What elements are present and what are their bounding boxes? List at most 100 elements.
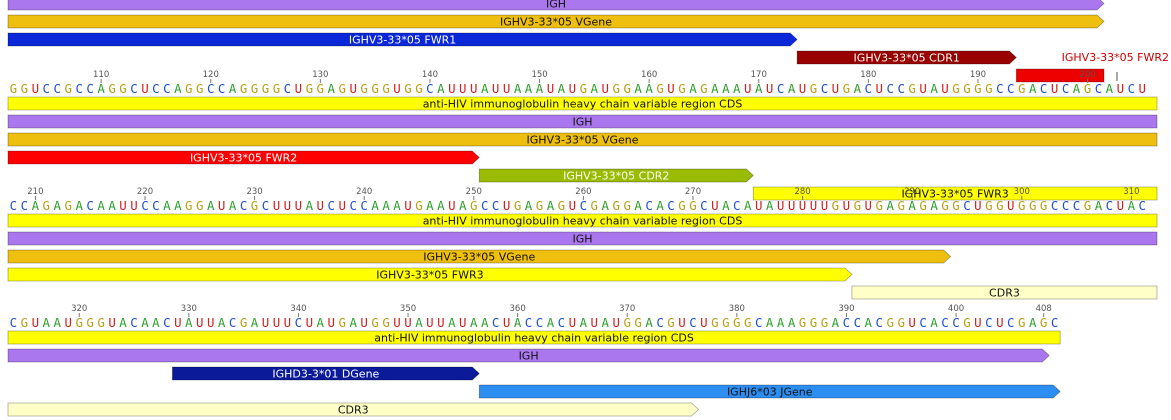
base: U [459, 81, 466, 96]
base: G [251, 81, 258, 96]
base: U [1007, 198, 1014, 213]
feature-bar[interactable] [7, 348, 1050, 363]
feature-label: IGH [572, 233, 592, 246]
feature-bar[interactable] [7, 14, 1105, 29]
base: A [634, 198, 642, 213]
feature-bar[interactable] [7, 32, 798, 47]
base: G [733, 315, 740, 330]
feature-annotation[interactable]: CDR3 [7, 402, 700, 417]
feature-annotation[interactable]: CDR3 [851, 285, 1158, 300]
base: C [656, 315, 663, 330]
feature-bar[interactable] [172, 366, 480, 381]
feature-bar[interactable] [796, 50, 1017, 65]
base: U [393, 81, 400, 96]
base: G [623, 81, 630, 96]
base: G [678, 81, 685, 96]
feature-annotation[interactable] [1015, 68, 1105, 83]
base: C [21, 198, 28, 213]
feature-bar[interactable] [1015, 68, 1105, 83]
feature-annotation[interactable]: IGHV3-33*05 VGene [7, 132, 1158, 147]
feature-annotation[interactable]: IGH [7, 231, 1158, 246]
feature-annotation[interactable]: IGHV3-33*05 VGene [7, 14, 1105, 29]
feature-bar[interactable] [7, 150, 480, 165]
base: G [86, 315, 93, 330]
feature-bar[interactable] [7, 231, 1158, 246]
feature-annotation[interactable]: IGHD3-3*01 DGene [172, 366, 480, 381]
feature-annotation[interactable]: anti-HIV immunoglobulin heavy chain vari… [7, 96, 1158, 111]
feature-annotation[interactable]: anti-HIV immunoglobulin heavy chain vari… [7, 213, 1158, 228]
base: U [711, 198, 718, 213]
feature-bar[interactable] [7, 330, 1061, 345]
base: A [1106, 81, 1114, 96]
base: A [54, 198, 62, 213]
base: C [558, 315, 565, 330]
ruler-tick-label: 210 [27, 187, 43, 197]
base: A [656, 198, 664, 213]
feature-annotation[interactable]: IGHV3-33*05 FWR1 [7, 32, 798, 47]
base: G [382, 81, 389, 96]
feature-annotation[interactable]: IGHV3-33*05 FWR2 [7, 150, 480, 165]
base: G [262, 81, 269, 96]
base: C [163, 315, 170, 330]
base: G [470, 198, 477, 213]
base: G [97, 315, 104, 330]
feature-bar[interactable] [851, 285, 1158, 300]
base: C [525, 315, 532, 330]
feature-annotation[interactable]: IGHV3-33*05 CDR2 [478, 168, 754, 183]
base: U [612, 315, 619, 330]
base: A [317, 315, 325, 330]
base: A [75, 198, 83, 213]
feature-annotation[interactable]: IGH [7, 348, 1050, 363]
feature-annotation[interactable]: IGHV3-33*05 CDR1 [796, 50, 1017, 65]
base: U [459, 315, 466, 330]
base: A [558, 81, 566, 96]
base: A [1029, 315, 1037, 330]
feature-annotation[interactable]: IGHV3-33*05 FWR3 [7, 267, 853, 282]
feature-bar[interactable] [478, 384, 1061, 399]
base: A [832, 315, 840, 330]
base: A [865, 315, 873, 330]
feature-bar[interactable] [7, 96, 1158, 111]
base: C [733, 198, 740, 213]
feature-bar[interactable] [752, 186, 1158, 201]
feature-bar[interactable] [7, 249, 952, 264]
base: U [119, 198, 126, 213]
feature-label: IGH [546, 0, 566, 11]
feature-bar[interactable] [7, 132, 1158, 147]
feature-bar[interactable] [7, 0, 1105, 11]
base: A [141, 315, 149, 330]
feature-annotation[interactable]: IGHV3-33*05 FWR3 [752, 186, 1158, 201]
base: C [1051, 315, 1058, 330]
base: A [97, 81, 105, 96]
base: U [295, 81, 302, 96]
feature-annotation[interactable]: IGH [7, 0, 1105, 11]
feature-bar[interactable] [7, 114, 1158, 129]
ruler-tick-label: 310 [1123, 187, 1139, 197]
base: A [448, 315, 456, 330]
ruler-tick-label: 360 [510, 304, 526, 314]
base: G [360, 81, 367, 96]
feature-bar[interactable] [7, 267, 853, 282]
base: C [86, 81, 93, 96]
base: U [306, 315, 313, 330]
feature-annotation[interactable]: IGH [7, 114, 1158, 129]
base: A [174, 198, 182, 213]
base: C [481, 198, 488, 213]
base: A [514, 81, 522, 96]
base: G [371, 315, 378, 330]
base: C [854, 315, 861, 330]
feature-annotation[interactable]: anti-HIV immunoglobulin heavy chain vari… [7, 330, 1061, 345]
feature-annotation[interactable]: IGHJ6*03 JGene [478, 384, 1061, 399]
base: U [865, 198, 872, 213]
base: G [273, 81, 280, 96]
feature-bar[interactable] [7, 402, 700, 417]
base: G [634, 315, 641, 330]
feature-bar[interactable] [7, 213, 1158, 228]
feature-annotation[interactable]: IGHV3-33*05 VGene [7, 249, 952, 264]
base: G [338, 315, 345, 330]
feature-bar[interactable] [478, 168, 754, 183]
base: G [744, 315, 751, 330]
base: C [580, 198, 587, 213]
base: A [744, 198, 752, 213]
